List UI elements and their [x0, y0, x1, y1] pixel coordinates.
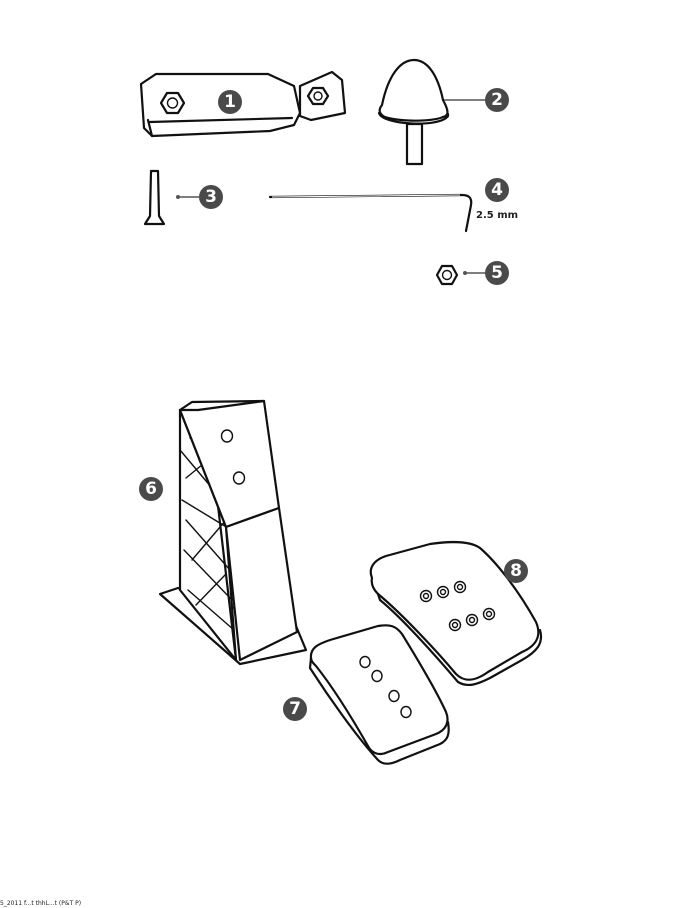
svg-text:4: 4: [491, 180, 503, 200]
pedal-arm-icon: [160, 401, 306, 664]
badge-8: 8: [504, 559, 528, 583]
clamp-bracket-icon: [141, 72, 345, 136]
badge-1: 1: [218, 90, 242, 114]
rubber-cone-foot-icon: [379, 60, 448, 164]
badge-7: 7: [283, 697, 307, 721]
badge-5: 5: [485, 261, 509, 285]
svg-text:5: 5: [491, 263, 503, 283]
svg-text:3: 3: [205, 187, 217, 207]
footer-text: 5_2011 f...t thhL...t (P&T P): [0, 900, 81, 907]
hex-key-icon: [270, 195, 471, 231]
badge-3: 3: [199, 185, 223, 209]
svg-text:1: 1: [224, 92, 236, 112]
screw-icon: [145, 171, 164, 224]
badge-2: 2: [485, 88, 509, 112]
badge-6: 6: [139, 477, 163, 501]
hex-key-size-label: 2.5 mm: [476, 210, 518, 221]
svg-text:7: 7: [289, 699, 301, 719]
svg-text:6: 6: [145, 479, 157, 499]
svg-text:8: 8: [510, 561, 522, 581]
svg-text:2: 2: [491, 90, 503, 110]
badge-4: 4: [485, 178, 509, 202]
hex-nut-icon: [437, 266, 457, 284]
